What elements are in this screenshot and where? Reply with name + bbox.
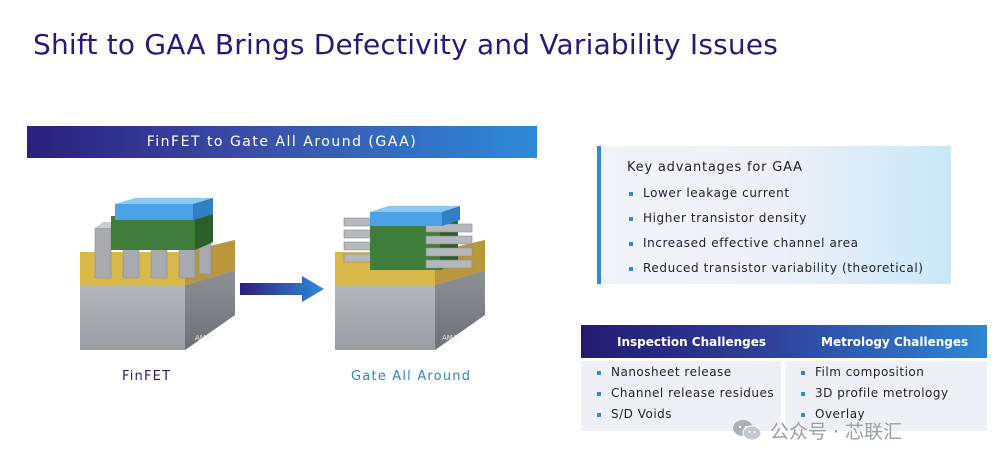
bullet-icon <box>629 267 633 271</box>
advantages-panel: Key advantages for GAA Lower leakage cur… <box>597 146 951 284</box>
list-item: Channel release residues <box>595 386 774 407</box>
bullet-icon <box>801 392 805 396</box>
list-item: Reduced transistor variability (theoreti… <box>627 261 924 286</box>
gaa-illustration: AMAT <box>335 206 485 350</box>
metrology-column: Film composition 3D profile metrology Ov… <box>785 361 987 431</box>
chip-mark-right: AMAT <box>442 334 462 342</box>
gaa-label: Gate All Around <box>351 369 472 384</box>
list-item: Higher transistor density <box>627 211 924 236</box>
advantages-heading: Key advantages for GAA <box>627 160 803 175</box>
chip-mark-left: AMAT <box>195 334 215 342</box>
section-banner: FinFET to Gate All Around (GAA) <box>27 126 537 158</box>
slide-title: Shift to GAA Brings Defectivity and Vari… <box>33 28 779 61</box>
challenges-body: Nanosheet release Channel release residu… <box>581 361 987 431</box>
list-item: Nanosheet release <box>595 365 774 386</box>
finfet-illustration: AMAT <box>80 198 235 350</box>
bullet-icon <box>629 217 633 221</box>
challenges-header: Inspection Challenges Metrology Challeng… <box>581 325 987 358</box>
list-item: Increased effective channel area <box>627 236 924 261</box>
bullet-icon <box>801 371 805 375</box>
bullet-icon <box>597 413 601 417</box>
inspection-column: Nanosheet release Channel release residu… <box>581 361 781 431</box>
list-item: Overlay <box>799 407 949 428</box>
bullet-icon <box>597 392 601 396</box>
watermark-text: 公众号 · 芯联汇 <box>770 420 903 443</box>
watermark: 公众号 · 芯联汇 <box>732 416 902 444</box>
advantages-list: Lower leakage current Higher transistor … <box>627 186 924 286</box>
bullet-icon <box>801 413 805 417</box>
list-item: Lower leakage current <box>627 186 924 211</box>
metrology-header: Metrology Challenges <box>821 335 969 349</box>
bullet-icon <box>629 192 633 196</box>
list-item: S/D Voids <box>595 407 774 428</box>
inspection-header: Inspection Challenges <box>617 335 767 349</box>
right-arrow-icon <box>240 276 324 302</box>
wechat-icon <box>733 420 762 441</box>
list-item: Film composition <box>799 365 949 386</box>
bullet-icon <box>629 242 633 246</box>
list-item: 3D profile metrology <box>799 386 949 407</box>
bullet-icon <box>597 371 601 375</box>
finfet-label: FinFET <box>122 369 172 384</box>
